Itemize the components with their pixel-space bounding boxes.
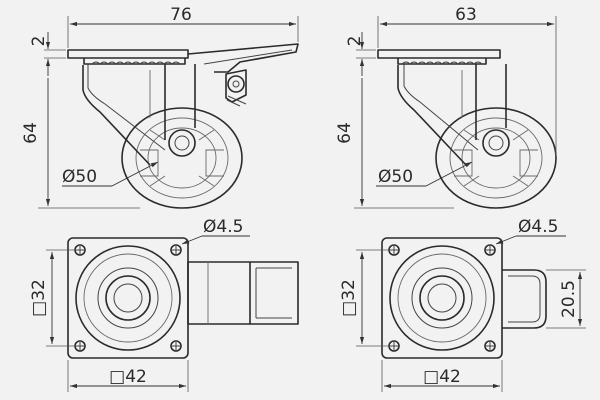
mounting-plate [377,49,501,65]
plate-vertical-label: □32 [339,279,359,317]
dim-plate-thickness: 2 [345,32,376,76]
swivel-fork [82,64,196,166]
dim-offset-20-5: 20.5 [546,269,586,329]
height-label: 64 [335,122,355,144]
width-label: 63 [455,5,477,25]
bolt-hole [170,340,182,352]
bolt-hole [170,244,182,256]
dim-plate-42: □42 [381,360,503,392]
top-plate [67,237,189,359]
bolt-hole [388,340,400,352]
dim-wheel-diameter: Ø50 [62,161,159,187]
offset-label: 20.5 [559,280,579,318]
swivel-housing [502,269,547,329]
wheel [121,107,243,209]
wheel-diameter-label: Ø50 [378,167,413,187]
dim-hole-diameter: Ø4.5 [181,217,250,245]
plate-width-label: □42 [423,367,461,387]
top-plate [381,237,503,359]
bolt-hole [484,340,496,352]
bolt-hole [74,340,86,352]
swivel-fork [397,64,507,166]
dim-hole-diameter: Ø4.5 [495,217,566,245]
brake-lever[interactable] [187,43,299,107]
plate-width-label: □42 [109,367,147,387]
dim-wheel-diameter: Ø50 [376,161,473,187]
dim-plate-32: □32 [29,249,76,347]
plate-thickness-label: 2 [29,36,49,47]
hole-diameter-label: Ø4.5 [518,217,558,237]
dim-plate-32: □32 [339,249,390,347]
plate-thickness-label: 2 [345,36,365,47]
top-view-plain: Ø4.5 □32 □42 20.5 [339,217,586,392]
wheel [435,107,557,209]
plate-vertical-label: □32 [29,279,49,317]
top-view-with-brake: Ø4.5 □32 □42 [29,217,299,392]
bolt-hole [484,244,496,256]
bolt-hole [388,244,400,256]
width-label: 76 [170,5,192,25]
dim-height-64: 64 [335,78,454,209]
dim-width-76: 76 [67,5,299,48]
side-view-plain: 63 2 64 Ø50 [335,5,557,209]
dim-plate-42: □42 [67,360,189,392]
dim-height-64: 64 [21,78,140,209]
height-label: 64 [21,122,41,144]
bolt-hole [74,244,86,256]
dim-width-63: 63 [377,5,557,156]
hole-diameter-label: Ø4.5 [203,217,243,237]
side-view-with-brake: 76 2 64 Ø50 [21,5,299,209]
dim-plate-thickness: 2 [29,32,66,76]
wheel-diameter-label: Ø50 [62,167,97,187]
